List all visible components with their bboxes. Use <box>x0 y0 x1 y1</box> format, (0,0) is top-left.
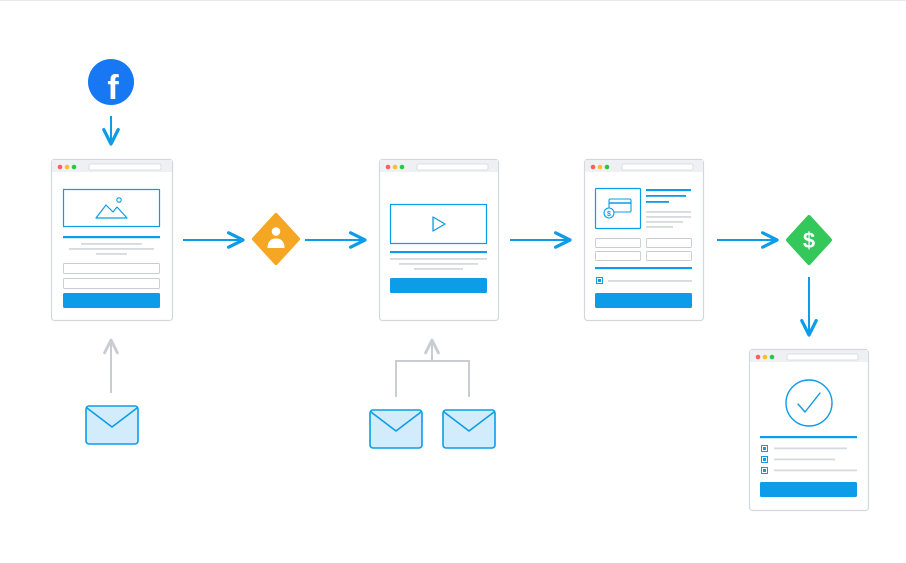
checkout-input <box>595 251 641 261</box>
checkout-input <box>646 251 692 261</box>
email-merge-connector <box>395 338 470 397</box>
thankyou-cta-button <box>760 482 857 497</box>
play-icon <box>432 216 446 232</box>
email-input <box>63 278 160 289</box>
address-bar <box>88 163 162 171</box>
svg-text:$: $ <box>607 211 611 218</box>
video-player <box>389 203 488 245</box>
checkout-page: $ <box>583 158 705 322</box>
checkout-input <box>646 238 692 248</box>
optin-page <box>50 158 174 322</box>
facebook-glyph: f <box>107 69 119 107</box>
window-maximize-dot <box>71 164 77 170</box>
checkout-submit-button <box>595 293 692 308</box>
thank-you-page <box>748 348 870 512</box>
checkmark-icon <box>785 379 833 427</box>
envelope-icon <box>85 405 139 445</box>
envelope-icon <box>369 409 423 449</box>
headline-bar <box>63 236 160 239</box>
video-page <box>378 158 500 322</box>
facebook-icon: f <box>88 59 134 107</box>
dollar-glyph: $ <box>803 228 815 253</box>
name-input <box>63 263 160 274</box>
dollar-icon: $ <box>786 215 832 265</box>
window-close-dot <box>57 164 63 170</box>
window-minimize-dot <box>64 164 70 170</box>
video-cta-button <box>390 278 487 293</box>
optin-submit-button <box>63 293 160 308</box>
credit-card-icon: $ <box>594 187 642 230</box>
checkout-input <box>595 238 641 248</box>
person-icon <box>252 213 300 265</box>
envelope-icon <box>442 409 496 449</box>
image-icon <box>62 188 161 228</box>
